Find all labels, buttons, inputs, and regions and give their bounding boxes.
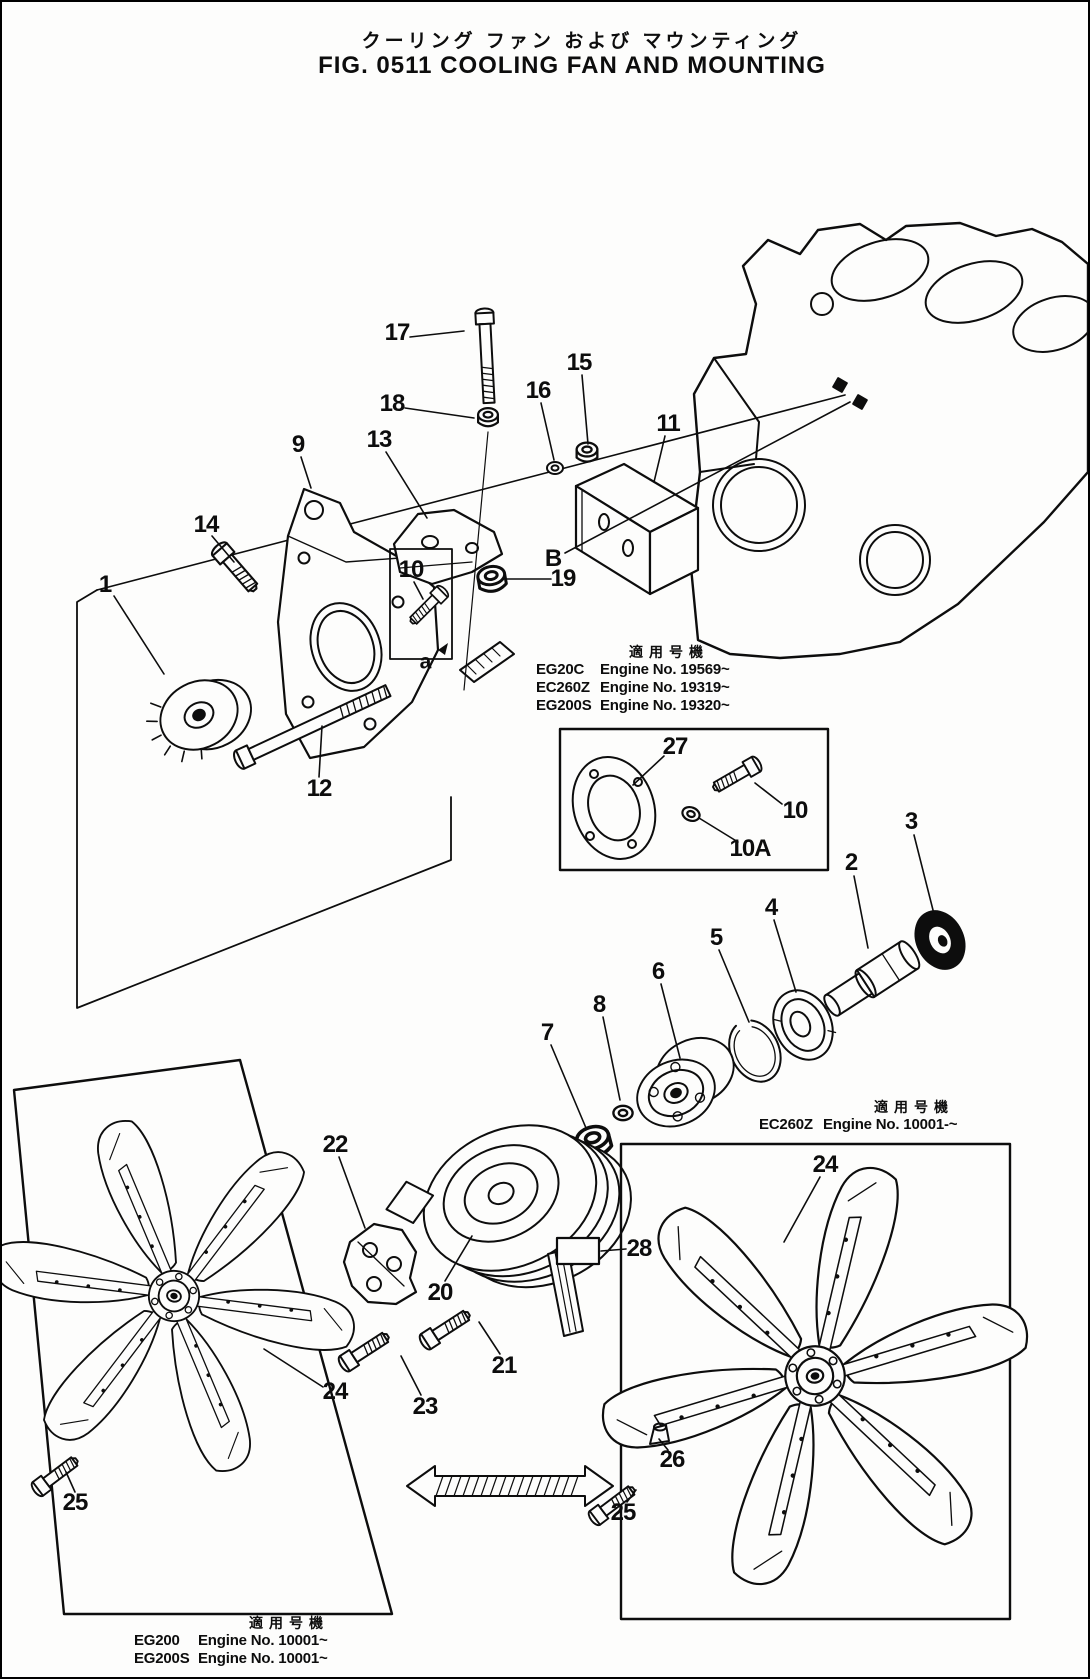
applicability-header: 適用号機	[249, 1615, 329, 1631]
applicability-line: EG20C Engine No. 19569~	[536, 661, 802, 679]
bush-26	[649, 1422, 670, 1445]
snap-ring-5	[728, 1019, 782, 1083]
double-arrow	[406, 1465, 614, 1507]
applicability-line: EG200S Engine No. 19320~	[536, 697, 802, 715]
engine-block	[688, 221, 1088, 660]
callout-2: 2	[844, 849, 858, 876]
callout-5: 5	[709, 924, 723, 951]
callout-10-inset: 10	[782, 797, 809, 824]
callout-24-left: 24	[322, 1378, 349, 1405]
bearing-4	[772, 989, 837, 1061]
model-name: EG20C	[536, 661, 585, 678]
engine-range: Engine No. 19319~	[600, 679, 730, 696]
spacer-block	[574, 462, 700, 596]
leader-lines	[65, 330, 935, 1503]
applicability-block-bottom: 適用号機 EG200 Engine No. 10001~ EG200S Engi…	[134, 1614, 444, 1668]
applicability-block-right: 適用号機 EC260Z Engine No. 10001-~	[759, 1098, 1069, 1134]
bracket-22	[342, 1222, 418, 1306]
callout-11: 11	[656, 410, 680, 437]
fan-shaft-2	[823, 940, 921, 1017]
callout-10-detail: 10	[398, 556, 425, 583]
applicability-line: EG200S Engine No. 10001~	[134, 1650, 444, 1668]
callout-10a: 10A	[729, 835, 771, 862]
callout-26: 26	[659, 1446, 686, 1473]
guide-line-18	[463, 431, 489, 691]
engine-range: Engine No. 10001~	[198, 1632, 328, 1649]
left-fan-panel	[2, 1058, 394, 1616]
applicability-line: EC260Z Engine No. 19319~	[536, 679, 802, 697]
callout-view-b: B	[544, 545, 562, 572]
applicability-header: 適用号機	[874, 1099, 954, 1115]
callout-15: 15	[566, 349, 593, 376]
callout-3: 3	[904, 808, 918, 835]
callout-9: 9	[291, 431, 305, 458]
callout-21: 21	[491, 1352, 518, 1379]
hatched-pin	[459, 641, 515, 683]
model-name: EG200	[134, 1632, 180, 1649]
callout-24-right: 24	[812, 1151, 839, 1178]
callout-18: 18	[379, 390, 406, 417]
applicability-block-center: 適用号機 EG20C Engine No. 19569~ EC260Z Engi…	[536, 643, 802, 715]
bearing-3	[914, 910, 966, 970]
model-name: EC260Z	[759, 1116, 813, 1133]
callout-6: 6	[651, 958, 665, 985]
engine-range: Engine No. 10001-~	[823, 1116, 958, 1133]
callout-28: 28	[626, 1235, 653, 1262]
callout-25-left: 25	[62, 1489, 89, 1516]
section-plane	[76, 589, 452, 1009]
callout-8: 8	[592, 991, 606, 1018]
fan-mounting-plate	[276, 487, 440, 760]
model-name: EC260Z	[536, 679, 590, 696]
model-name: EG200S	[536, 697, 592, 714]
applicability-header: 適用号機	[629, 644, 709, 660]
callout-14: 14	[193, 511, 220, 538]
callout-12: 12	[306, 775, 333, 802]
coupling-hub	[146, 678, 252, 763]
callout-22: 22	[322, 1131, 349, 1158]
callout-1: 1	[98, 571, 112, 598]
callout-4: 4	[764, 894, 778, 921]
engine-range: Engine No. 19320~	[600, 697, 730, 714]
callout-16: 16	[525, 377, 552, 404]
callout-7: 7	[540, 1019, 554, 1046]
callout-view-a: a	[419, 650, 432, 674]
engine-range: Engine No. 10001~	[198, 1650, 328, 1667]
hub-housing-6	[636, 1037, 735, 1128]
callout-25-right: 25	[610, 1499, 637, 1526]
callout-13: 13	[366, 426, 393, 453]
callout-20: 20	[427, 1279, 454, 1306]
right-fan-panel	[566, 1134, 1064, 1621]
callout-19: 19	[550, 565, 577, 592]
applicability-line: EC260Z Engine No. 10001-~	[759, 1116, 1069, 1134]
callout-17: 17	[384, 319, 411, 346]
detail-a-box	[389, 548, 453, 660]
callout-23: 23	[412, 1393, 439, 1420]
applicability-line: EG200 Engine No. 10001~	[134, 1632, 444, 1650]
engine-range: Engine No. 19569~	[600, 661, 730, 678]
page-title: FIG. 0511 COOLING FAN AND MOUNTING	[318, 52, 826, 79]
callout-27: 27	[662, 733, 689, 760]
page-title-japanese: クーリング ファン および マウンティング	[361, 31, 803, 52]
fan-pulley-20	[385, 1124, 632, 1289]
model-name: EG200S	[134, 1650, 190, 1667]
strap-28	[547, 1236, 601, 1337]
